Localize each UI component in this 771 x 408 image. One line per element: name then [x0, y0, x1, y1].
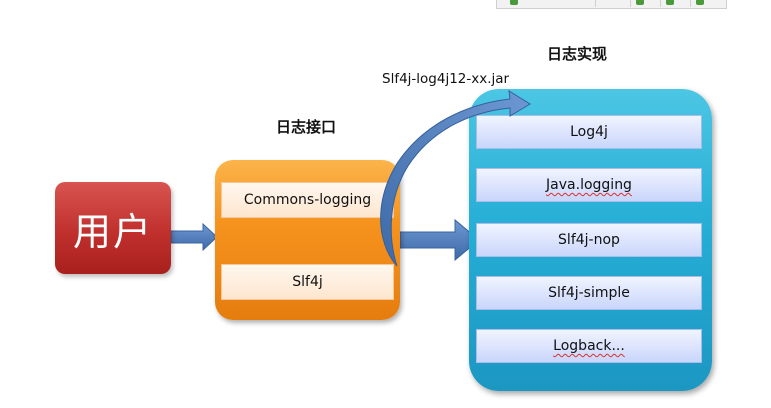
- impl-item-logback: Logback...: [476, 329, 702, 363]
- user-label: 用户: [72, 209, 153, 254]
- toolbar-strip: [496, 0, 727, 9]
- toolbar-button-1[interactable]: [505, 0, 523, 7]
- interface-item-commons-logging: Commons-logging: [221, 182, 394, 218]
- toolbar-button-4[interactable]: [660, 0, 679, 7]
- user-box: 用户: [55, 182, 171, 274]
- bridge-jar-label: Slf4j-log4j12-xx.jar: [382, 71, 510, 87]
- impl-item-logback-label: Logback...: [553, 338, 625, 354]
- toolbar-icon: [636, 0, 644, 5]
- interface-box: Commons-logging Slf4j: [215, 160, 400, 320]
- toolbar-button-5[interactable]: [690, 0, 709, 7]
- impl-item-log4j: Log4j: [476, 115, 702, 149]
- interface-to-implementation-arrow: [399, 218, 480, 262]
- impl-item-slf4j-nop: Slf4j-nop: [476, 223, 702, 257]
- interface-heading: 日志接口: [276, 118, 337, 136]
- impl-item-java-logging-label: Java.logging: [546, 177, 632, 193]
- implementation-heading: 日志实现: [547, 45, 608, 63]
- toolbar-icon: [510, 0, 518, 5]
- user-to-interface-arrow: [170, 222, 218, 252]
- toolbar-button-2[interactable]: [595, 0, 614, 7]
- impl-item-slf4j-simple: Slf4j-simple: [476, 276, 702, 310]
- toolbar-button-3[interactable]: [630, 0, 649, 7]
- impl-item-java-logging: Java.logging: [476, 168, 702, 202]
- bridge-curved-arrow: [380, 90, 531, 267]
- implementation-box: Log4j Java.logging Slf4j-nop Slf4j-simpl…: [469, 89, 712, 391]
- interface-item-slf4j: Slf4j: [221, 264, 394, 300]
- toolbar-icon: [696, 0, 704, 5]
- toolbar-icon: [666, 0, 674, 5]
